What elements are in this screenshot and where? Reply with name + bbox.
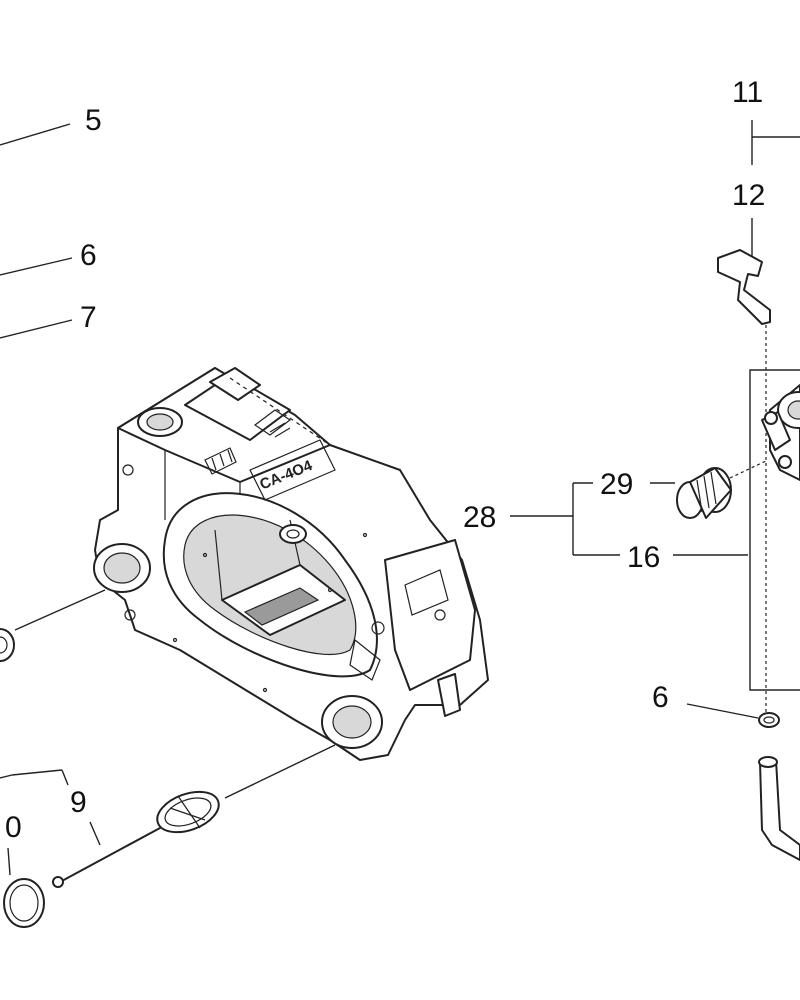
right-side-parts bbox=[676, 249, 800, 861]
callout-16: 16 bbox=[627, 541, 660, 574]
callout-28: 28 bbox=[463, 501, 496, 534]
filler-cap-assembly bbox=[3, 790, 220, 928]
callout-9: 9 bbox=[70, 786, 87, 819]
callout-5: 5 bbox=[85, 104, 102, 137]
callout-11: 11 bbox=[732, 76, 763, 109]
callout-10-partial: 0 bbox=[5, 811, 22, 844]
callout-6-lower: 6 bbox=[652, 681, 669, 714]
callout-12: 12 bbox=[732, 179, 765, 212]
callout-7: 7 bbox=[80, 301, 97, 334]
crankcase-housing: CA-4O4 bbox=[93, 367, 489, 761]
callout-labels: 5 6 7 11 12 29 28 16 6 9 0 bbox=[5, 76, 765, 844]
leader-lines bbox=[0, 120, 800, 876]
callout-29: 29 bbox=[600, 468, 633, 501]
left-side-parts bbox=[0, 628, 15, 662]
callout-6-upper: 6 bbox=[80, 239, 97, 272]
